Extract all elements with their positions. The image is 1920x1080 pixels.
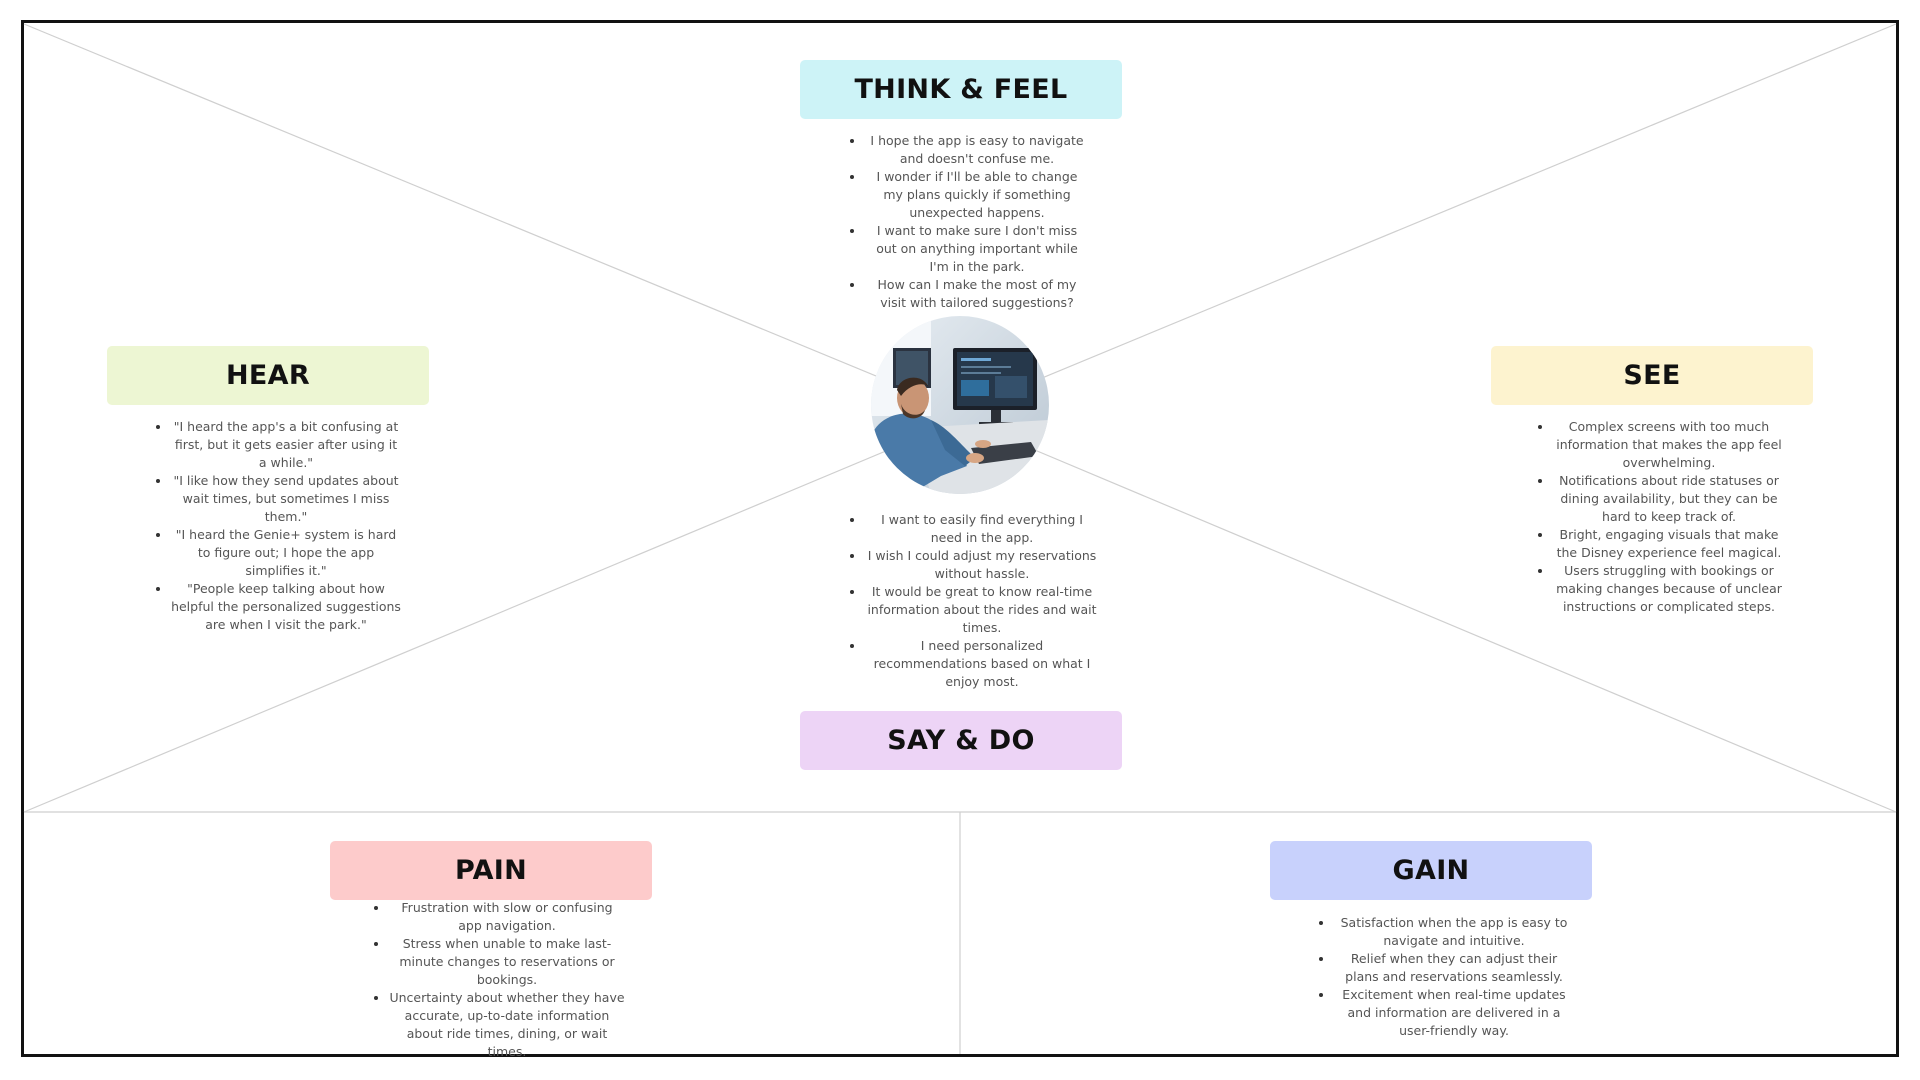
think-feel-label: THINK & FEEL — [800, 60, 1122, 119]
gain-title: GAIN — [1392, 855, 1470, 886]
say-do-title: SAY & DO — [887, 725, 1035, 756]
think-feel-title: THINK & FEEL — [854, 74, 1068, 105]
list-item: Excitement when real-time updates and in… — [1334, 986, 1574, 1040]
list-item: Uncertainty about whether they have accu… — [389, 989, 625, 1061]
gain-label: GAIN — [1270, 841, 1592, 900]
list-item: I need personalized recommendations base… — [865, 637, 1099, 691]
see-title: SEE — [1623, 360, 1681, 391]
person-at-computer-photo — [871, 316, 1049, 494]
list-item: "I heard the Genie+ system is hard to fi… — [171, 526, 401, 580]
list-item: Notifications about ride statuses or din… — [1553, 472, 1785, 526]
see-list: Complex screens with too much informatio… — [1525, 418, 1785, 616]
diagonal-line-top-right — [1029, 23, 1897, 384]
think-feel-list: I hope the app is easy to navigate and d… — [837, 132, 1089, 312]
hear-list: "I heard the app's a bit confusing at fi… — [143, 418, 401, 634]
gain-list: Satisfaction when the app is easy to nav… — [1306, 914, 1574, 1040]
list-item: It would be great to know real-time info… — [865, 583, 1099, 637]
list-item: Stress when unable to make last-minute c… — [389, 935, 625, 989]
list-item: I want to make sure I don't miss out on … — [865, 222, 1089, 276]
hear-title: HEAR — [226, 360, 310, 391]
list-item: I wish I could adjust my reservations wi… — [865, 547, 1099, 583]
see-label: SEE — [1491, 346, 1813, 405]
persona-avatar — [871, 316, 1049, 494]
list-item: "People keep talking about how helpful t… — [171, 580, 401, 634]
list-item: Complex screens with too much informatio… — [1553, 418, 1785, 472]
list-item: "I heard the app's a bit confusing at fi… — [171, 418, 401, 472]
diagonal-line-bottom-right — [1029, 447, 1897, 813]
list-item: Satisfaction when the app is easy to nav… — [1334, 914, 1574, 950]
list-item: Users struggling with bookings or making… — [1553, 562, 1785, 616]
list-item: I wonder if I'll be able to change my pl… — [865, 168, 1089, 222]
list-item: Bright, engaging visuals that make the D… — [1553, 526, 1785, 562]
pain-label: PAIN — [330, 841, 652, 900]
list-item: How can I make the most of my visit with… — [865, 276, 1089, 312]
list-item: I want to easily find everything I need … — [865, 511, 1099, 547]
list-item: Relief when they can adjust their plans … — [1334, 950, 1574, 986]
say-do-list: I want to easily find everything I need … — [837, 511, 1099, 691]
diagonal-line-top-left — [23, 23, 894, 384]
list-item: "I like how they send updates about wait… — [171, 472, 401, 526]
list-item: I hope the app is easy to navigate and d… — [865, 132, 1089, 168]
pain-list: Frustration with slow or confusing app n… — [361, 899, 625, 1061]
hear-label: HEAR — [107, 346, 429, 405]
pain-title: PAIN — [454, 855, 528, 886]
say-do-label: SAY & DO — [800, 711, 1122, 770]
diagonal-line-bottom-left — [23, 447, 894, 813]
list-item: Frustration with slow or confusing app n… — [389, 899, 625, 935]
